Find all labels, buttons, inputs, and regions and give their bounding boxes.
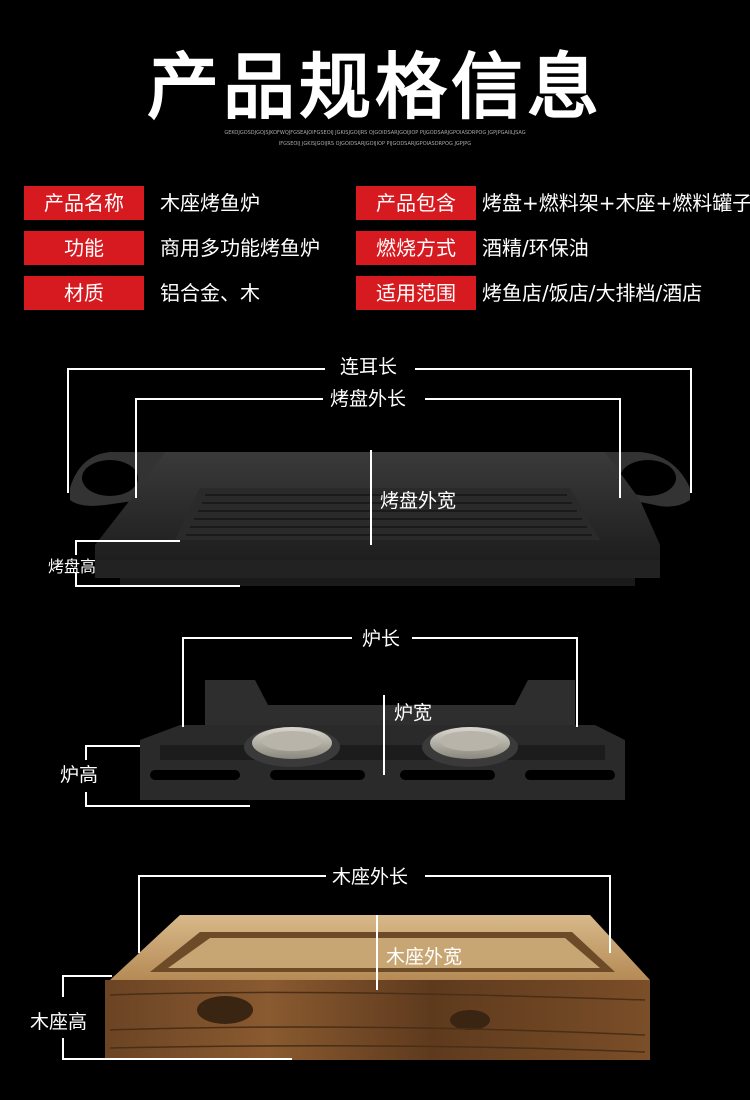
dim-line — [138, 875, 140, 953]
dim-line — [75, 585, 240, 587]
dim-line — [182, 637, 184, 727]
spec-value: 烤盘+燃料架+木座+燃料罐子 — [482, 191, 750, 215]
dim-label-stove-length: 炉长 — [362, 628, 401, 650]
dim-line — [619, 398, 621, 498]
dim-line — [415, 368, 692, 370]
dim-label-base-outer-width: 木座外宽 — [386, 946, 463, 968]
dim-line — [690, 368, 692, 493]
dim-line — [62, 1058, 292, 1060]
spec-label: 功能 — [24, 231, 144, 265]
dim-line — [135, 398, 323, 400]
dim-line — [182, 637, 352, 639]
dim-label-stove-height: 炉高 — [60, 764, 99, 786]
page-title: 产品规格信息 — [146, 45, 603, 129]
dim-line — [85, 745, 140, 747]
dim-line — [376, 915, 378, 990]
dim-label-length-with-handles: 连耳长 — [340, 356, 398, 378]
dim-line — [412, 637, 578, 639]
dim-label-stove-width: 炉宽 — [394, 702, 433, 724]
dim-line — [383, 695, 385, 775]
grill-tray-image — [70, 452, 690, 586]
spec-value: 铝合金、木 — [160, 281, 260, 305]
dim-line — [75, 572, 77, 587]
dim-label-tray-height: 烤盘高 — [48, 557, 97, 576]
dim-line — [609, 875, 611, 953]
dim-line — [85, 805, 250, 807]
dim-line — [425, 398, 621, 400]
dim-label-base-outer-length: 木座外长 — [332, 866, 409, 888]
dim-line — [75, 540, 77, 555]
dim-line — [135, 398, 137, 498]
dim-line — [67, 368, 325, 370]
dim-line — [62, 1038, 64, 1060]
spec-value: 商用多功能烤鱼炉 — [160, 236, 320, 260]
spec-label: 燃烧方式 — [356, 231, 476, 265]
dim-label-tray-outer-width: 烤盘外宽 — [380, 490, 457, 512]
fuel-stand-image — [140, 680, 625, 800]
dim-line — [67, 368, 69, 493]
spec-label: 产品包含 — [356, 186, 476, 220]
dim-line — [85, 745, 87, 760]
dim-line — [75, 540, 180, 542]
subtitle-line-1: GEKOJGOSDJGOJSJKOFWQJFGSEAJOIFGSEOIJ JGK… — [224, 130, 526, 136]
spec-value: 木座烤鱼炉 — [160, 191, 260, 215]
dim-label-base-height: 木座高 — [30, 1011, 88, 1033]
dim-label-tray-outer-length: 烤盘外长 — [330, 388, 407, 410]
dim-line — [85, 792, 87, 807]
spec-label: 适用范围 — [356, 276, 476, 310]
wooden-base-image — [105, 915, 650, 1060]
spec-label: 产品名称 — [24, 186, 144, 220]
spec-label: 材质 — [24, 276, 144, 310]
dim-line — [370, 450, 372, 545]
subtitle-line-2: IFGSEOIJ JGKISJGOIJRS OJGOIDSARJGOIJIOP … — [278, 141, 472, 147]
spec-value: 烤鱼店/饭店/大排档/酒店 — [482, 281, 703, 305]
dim-line — [425, 875, 611, 877]
dim-line — [62, 975, 112, 977]
dim-line — [138, 875, 326, 877]
spec-value: 酒精/环保油 — [482, 236, 589, 260]
dim-line — [62, 975, 64, 997]
dim-line — [576, 637, 578, 727]
